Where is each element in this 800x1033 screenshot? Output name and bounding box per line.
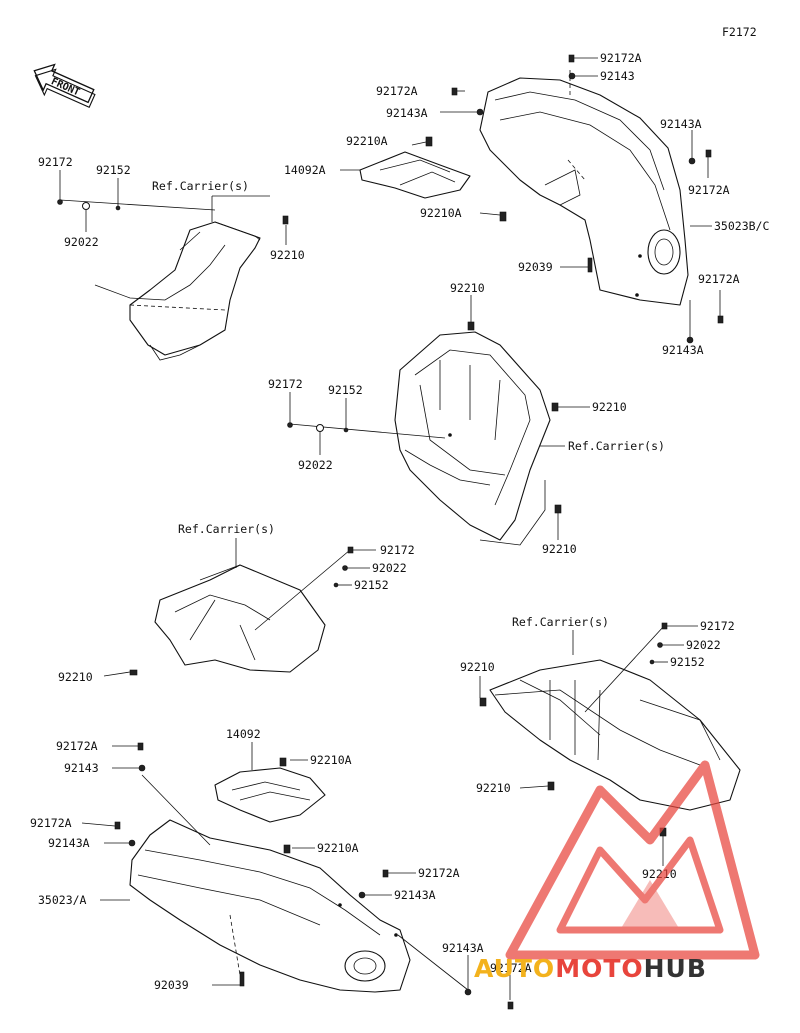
label-92172: 92172 bbox=[700, 619, 735, 633]
label-92172a: 92172A bbox=[376, 84, 418, 98]
label-ref-carrier: Ref.Carrier(s) bbox=[152, 179, 249, 193]
label-ref-carrier: Ref.Carrier(s) bbox=[178, 522, 275, 536]
left-carrier-bracket-drawing bbox=[129, 564, 326, 676]
part-labels: 92172A 92143 92172A 92143A 92143A 92172A… bbox=[30, 51, 769, 992]
watermark-part-auto: AUTO bbox=[474, 954, 556, 983]
figure-code: F2172 bbox=[722, 25, 757, 39]
label-92143a: 92143A bbox=[394, 888, 436, 902]
plate-14092a-drawing bbox=[359, 136, 507, 222]
label-92152: 92152 bbox=[670, 655, 705, 669]
label-92152: 92152 bbox=[354, 578, 389, 592]
label-92022: 92022 bbox=[64, 235, 99, 249]
label-92022: 92022 bbox=[372, 561, 407, 575]
label-92143a: 92143A bbox=[442, 941, 484, 955]
label-92152: 92152 bbox=[328, 383, 363, 397]
label-92143a: 92143A bbox=[386, 106, 428, 120]
label-35023a: 35023/A bbox=[38, 893, 87, 907]
plate-14092-drawing bbox=[214, 757, 326, 854]
label-92172a: 92172A bbox=[698, 272, 740, 286]
rear-fender-bc-drawing bbox=[479, 77, 689, 306]
label-92143a: 92143A bbox=[660, 117, 702, 131]
watermark-part-moto: MOTO bbox=[555, 954, 644, 983]
hardware-marks bbox=[57, 54, 724, 1010]
label-92210: 92210 bbox=[592, 400, 627, 414]
label-92022: 92022 bbox=[686, 638, 721, 652]
label-92143: 92143 bbox=[64, 761, 99, 775]
label-92210a: 92210A bbox=[346, 134, 388, 148]
label-92210: 92210 bbox=[542, 542, 577, 556]
label-92172: 92172 bbox=[268, 377, 303, 391]
label-14092: 14092 bbox=[226, 727, 261, 741]
center-storage-box-drawing bbox=[394, 321, 562, 546]
label-14092a: 14092A bbox=[284, 163, 326, 177]
label-92143a: 92143A bbox=[662, 343, 704, 357]
label-92172: 92172 bbox=[380, 543, 415, 557]
label-92210: 92210 bbox=[476, 781, 511, 795]
label-92172a: 92172A bbox=[600, 51, 642, 65]
right-carrier-bracket-drawing bbox=[479, 659, 741, 837]
label-92210a: 92210A bbox=[420, 206, 462, 220]
label-92210: 92210 bbox=[450, 281, 485, 295]
label-92039: 92039 bbox=[518, 260, 553, 274]
label-ref-carrier: Ref.Carrier(s) bbox=[568, 439, 665, 453]
leader-lines bbox=[59, 57, 721, 1000]
label-92210a: 92210A bbox=[317, 841, 359, 855]
label-92172a: 92172A bbox=[418, 866, 460, 880]
label-35023bc: 35023B/C bbox=[714, 219, 769, 233]
label-92210a: 92210A bbox=[310, 753, 352, 767]
label-92152: 92152 bbox=[96, 163, 131, 177]
watermark-part-hub: HUB bbox=[643, 954, 707, 983]
label-92172: 92172 bbox=[38, 155, 73, 169]
label-92143a: 92143A bbox=[48, 836, 90, 850]
label-92022: 92022 bbox=[298, 458, 333, 472]
label-92210: 92210 bbox=[270, 248, 305, 262]
label-92143: 92143 bbox=[600, 69, 635, 83]
watermark-text: AUTOMOTOHUB bbox=[474, 954, 707, 983]
label-92172a: 92172A bbox=[490, 961, 532, 975]
label-92210: 92210 bbox=[58, 670, 93, 684]
front-fender-a-drawing bbox=[129, 819, 411, 993]
front-arrow-icon: FRONT bbox=[33, 63, 96, 109]
label-92172a: 92172A bbox=[56, 739, 98, 753]
label-92172a: 92172A bbox=[30, 816, 72, 830]
top-left-cover-drawing bbox=[94, 215, 289, 361]
label-92210: 92210 bbox=[460, 660, 495, 674]
label-92039: 92039 bbox=[154, 978, 189, 992]
watermark-logo bbox=[505, 760, 760, 960]
label-92172a: 92172A bbox=[688, 183, 730, 197]
label-ref-carrier: Ref.Carrier(s) bbox=[512, 615, 609, 629]
